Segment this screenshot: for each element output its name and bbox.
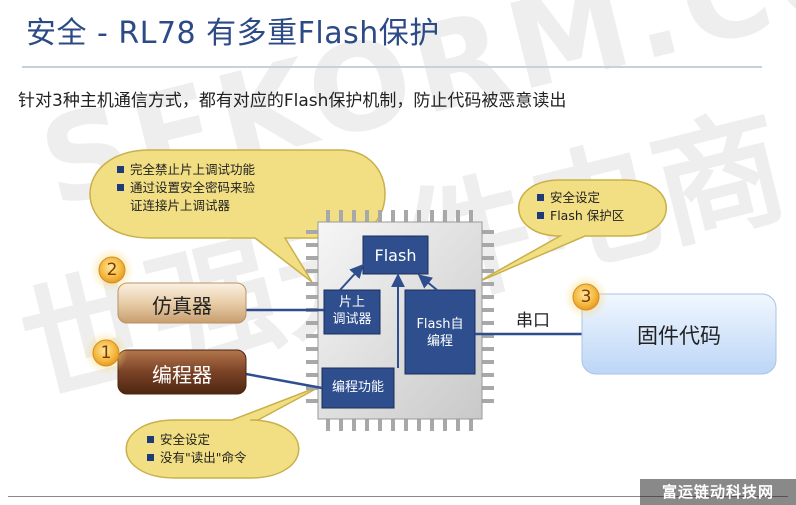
badge-3 — [572, 283, 600, 311]
flash-self-programming-label: Flash自 编程 — [416, 317, 464, 349]
slide-bottom-border — [8, 496, 788, 497]
bullet-icon — [117, 184, 124, 191]
callout-top-right: 安全设定 Flash 保护区 — [537, 189, 624, 225]
programmer-label: 编程器 — [152, 363, 212, 387]
flash-block — [362, 235, 429, 275]
programmer-pill — [117, 349, 247, 395]
flash-self-programming-block — [404, 289, 476, 375]
callout-top-right-bubble — [477, 179, 667, 283]
badge-2 — [98, 256, 126, 284]
firmware-pill — [581, 293, 777, 375]
badge-3-number: 3 — [580, 287, 592, 307]
firmware-label: 固件代码 — [637, 324, 721, 348]
slide-title: 安全 - RL78 有多重Flash保护 — [26, 16, 440, 51]
onchip-debugger-label: 片上 调试器 — [332, 295, 372, 327]
title-divider — [22, 66, 762, 68]
callout-top-left: 完全禁止片上调试功能 通过设置安全密码来验 证连接片上调试器 — [117, 161, 255, 215]
bullet-icon — [147, 436, 154, 443]
bullet-icon — [147, 454, 154, 461]
selfprog-to-flash-arrow — [417, 274, 438, 291]
callout-bottom-left-line-2: 没有"读出"命令 — [147, 449, 247, 467]
footer-watermark-tag: 富运链动科技网 — [640, 479, 796, 505]
programmer-wire — [245, 372, 323, 390]
callout-bottom-left-bubble — [125, 384, 324, 479]
callout-top-right-line-2: Flash 保护区 — [537, 207, 624, 225]
bullet-icon — [117, 166, 124, 173]
programming-function-label: 编程功能 — [331, 380, 384, 395]
badge-1-number: 1 — [100, 343, 112, 363]
debugger-to-flash-arrow — [339, 263, 364, 291]
callout-bottom-left: 安全设定 没有"读出"命令 — [147, 431, 247, 467]
callout-top-left-line-3: 证连接片上调试器 — [130, 198, 231, 213]
bullet-icon — [537, 194, 544, 201]
callout-top-right-line-1: 安全设定 — [537, 189, 624, 207]
slide-subtitle: 针对3种主机通信方式，都有对应的Flash保护机制，防止代码被恶意读出 — [18, 91, 567, 111]
badge-1 — [92, 339, 120, 367]
bullet-icon — [537, 212, 544, 219]
badge-2-number: 2 — [106, 260, 118, 280]
emulator-pill — [117, 282, 247, 324]
callout-bottom-left-line-1: 安全设定 — [147, 431, 247, 449]
onchip-debugger-block — [323, 289, 381, 335]
callout-top-left-line-2: 通过设置安全密码来验 — [117, 179, 255, 197]
programming-function-block — [321, 367, 395, 409]
callout-top-left-line-1: 完全禁止片上调试功能 — [117, 161, 255, 179]
emulator-label: 仿真器 — [152, 294, 212, 318]
serial-port-label: 串口 — [516, 311, 550, 331]
flash-label: Flash — [374, 246, 417, 265]
